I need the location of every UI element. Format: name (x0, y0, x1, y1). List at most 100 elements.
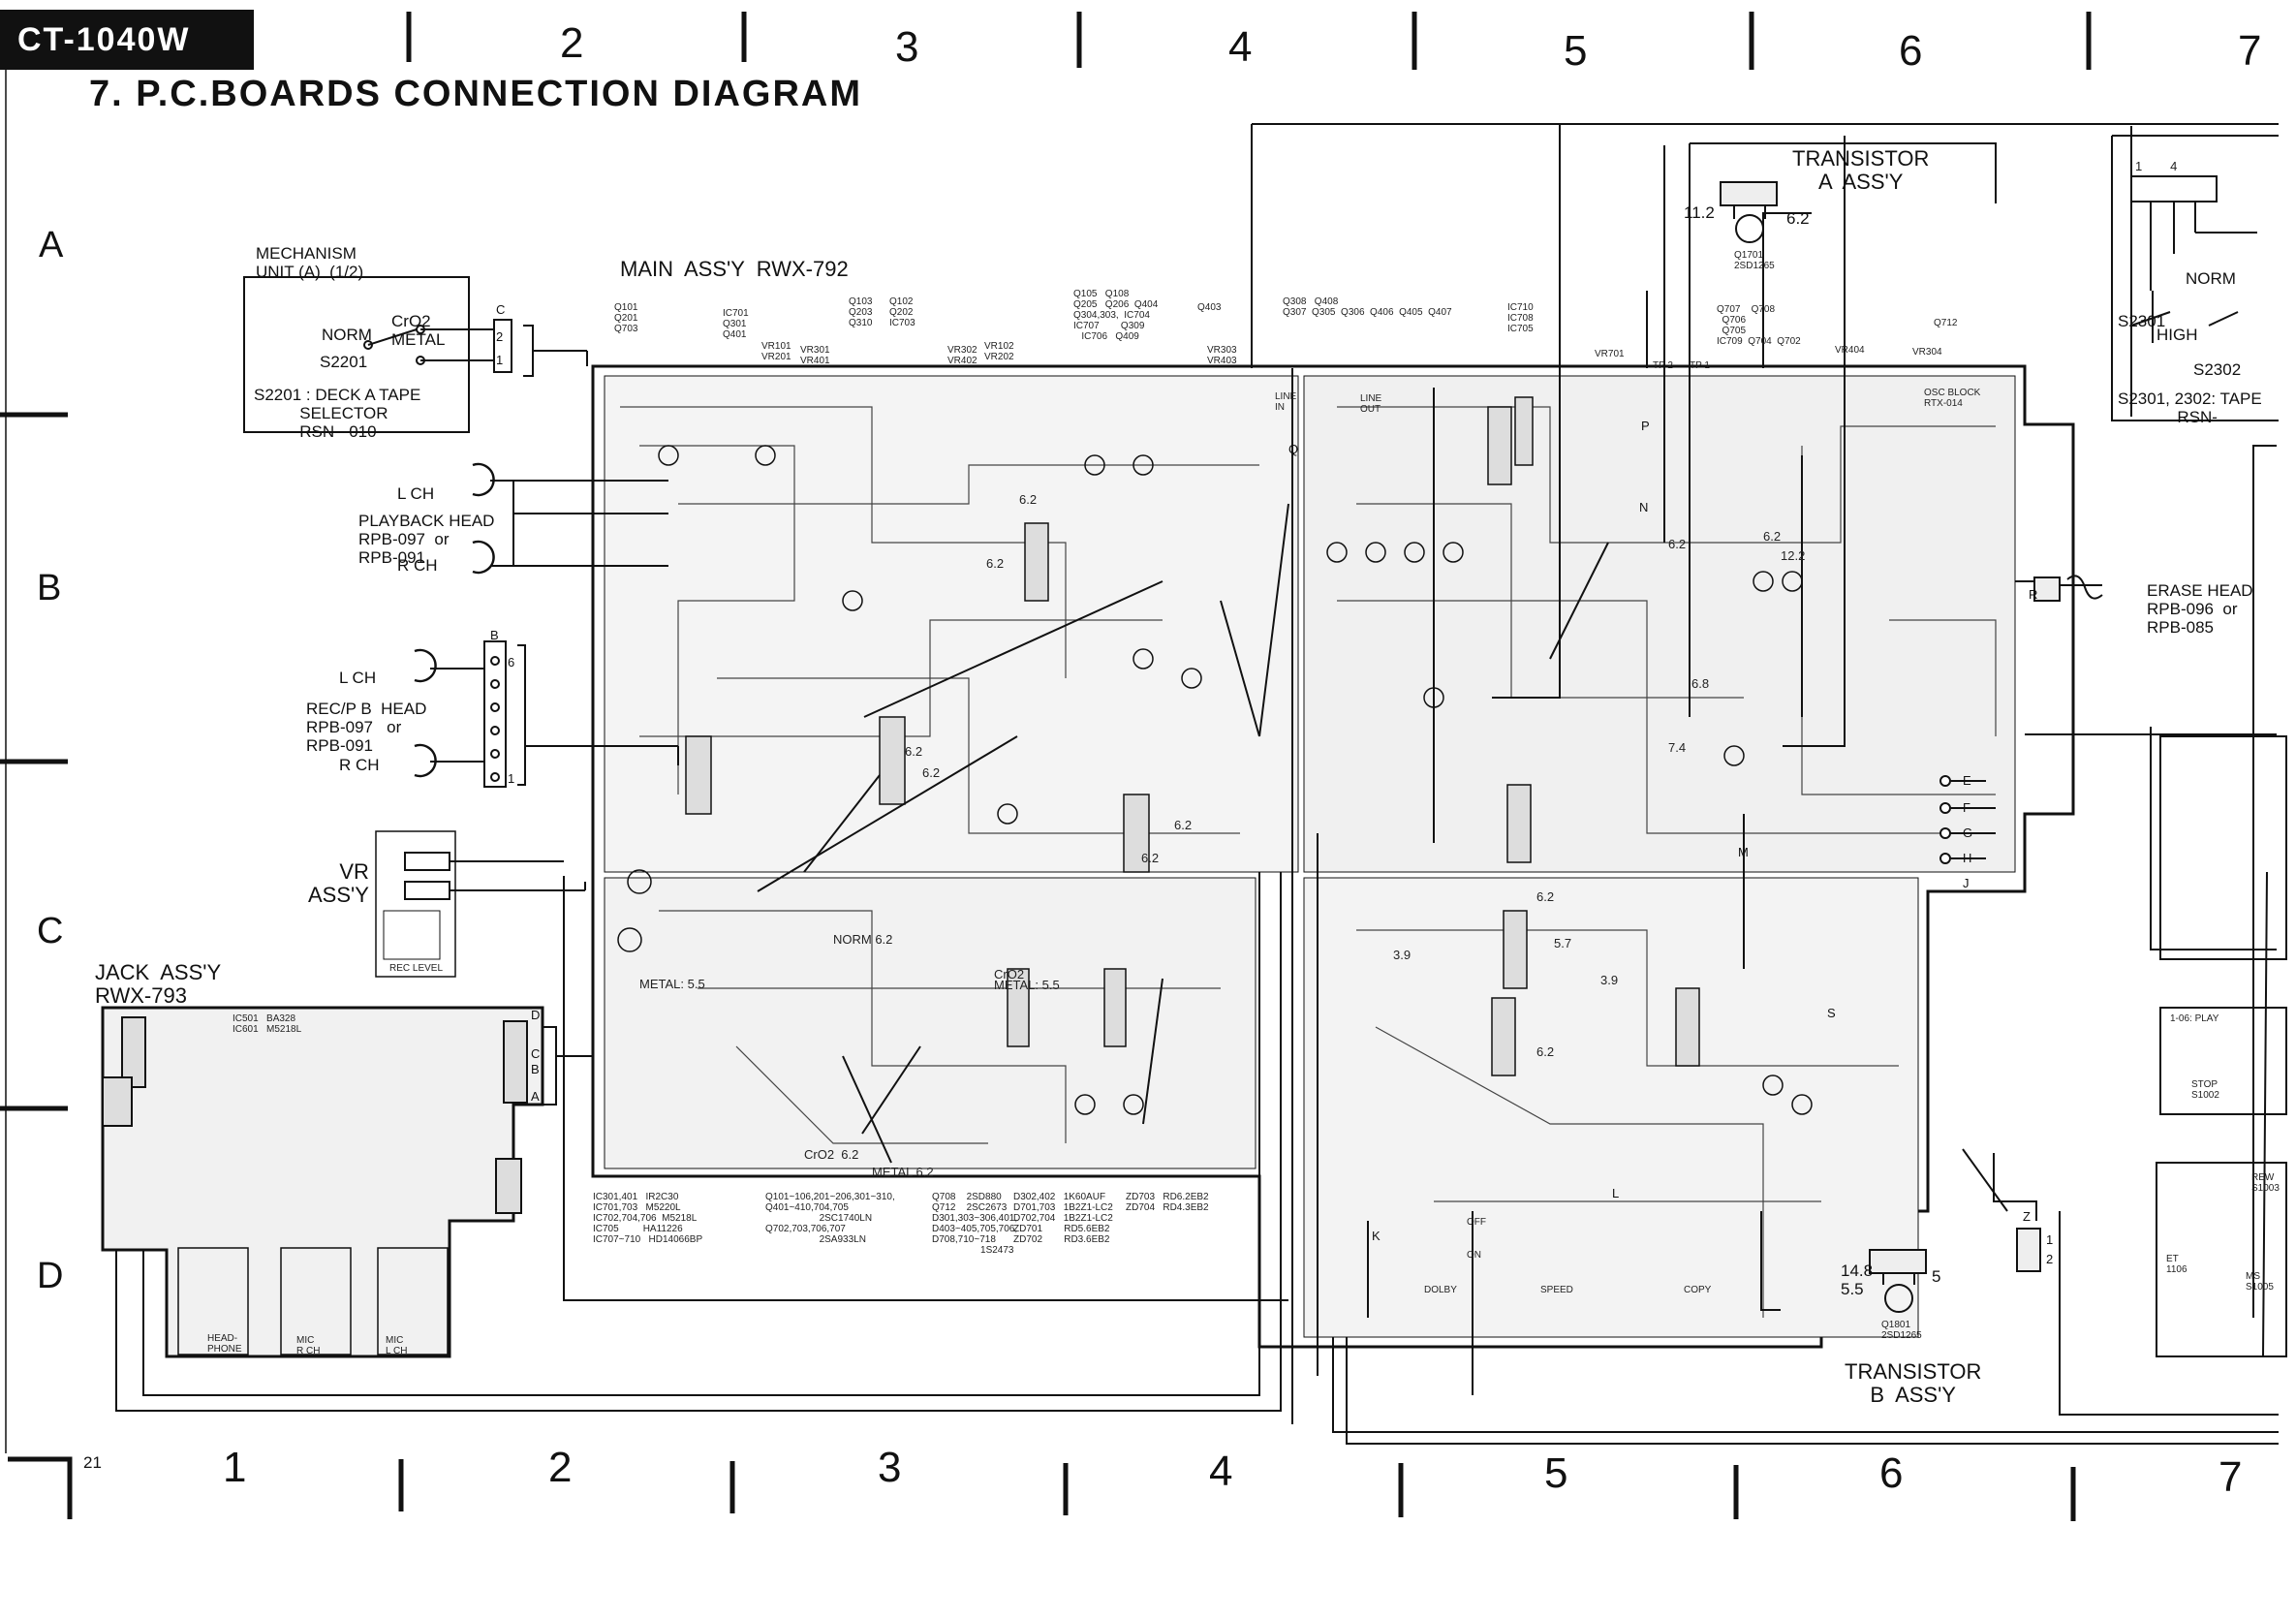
column-number-top-7: 7 (2238, 27, 2262, 75)
off-label: OFF (1467, 1217, 1486, 1228)
tp2-label: TP 2 (1653, 360, 1673, 371)
cro2-metal-right-label: CrO2 METAL: 5.5 (994, 967, 1060, 992)
connector-k: K (1372, 1229, 1381, 1243)
vr304-label: VR304 (1912, 347, 1942, 358)
jack-connector-d: D (531, 1008, 541, 1022)
connector-b-pin-6: 6 (508, 655, 515, 670)
ref-group-4: Q102 Q202 IC703 (889, 296, 915, 328)
on-label: ON (1467, 1250, 1481, 1261)
switch-s2201-label: S2201 (320, 353, 368, 371)
cro2-bottom-label: CrO2 6.2 (804, 1147, 859, 1162)
jack-assy-title: JACK ASS'Y RWX-793 (95, 960, 222, 1008)
vr404-label: VR404 (1835, 345, 1865, 356)
mechanism-b-pins: 1 4 (2135, 159, 2178, 173)
line-out-label: LINE OUT (1360, 393, 1382, 415)
dolby-switch-label: DOLBY (1424, 1285, 1457, 1295)
rec-pb-head-label: REC/P B HEAD RPB-097 or RPB-091 (306, 700, 427, 755)
connector-s: S (1827, 1006, 1836, 1020)
parts-table-col-2: Q101~106,201~206,301~310, Q401~410,704,7… (765, 1192, 895, 1245)
ref-group-6: Q403 (1197, 302, 1222, 313)
ref-group-7: Q308 Q408 Q307 Q305 Q306 Q406 Q405 Q407 (1283, 296, 1452, 318)
line-in-label: LINE IN (1275, 391, 1297, 413)
column-number-top-5: 5 (1564, 27, 1588, 75)
column-number-bottom-3: 3 (878, 1444, 902, 1491)
transistor-b-right-voltage: 5 (1932, 1267, 1941, 1286)
ref-group-3: Q103 Q203 Q310 (849, 296, 873, 328)
column-number-bottom-2: 2 (548, 1444, 573, 1491)
mechanism-a-title: MECHANISM UNIT (A) (1/2) (256, 244, 364, 281)
vr701-label: VR701 (1595, 349, 1625, 359)
parts-table-col-4: D302,402 1K60AUF D701,703 1B2Z1-LC2 D702… (1013, 1192, 1113, 1245)
main-assy-title: MAIN ASS'Y RWX-792 (620, 257, 849, 281)
mechanism-norm-label: NORM (322, 326, 372, 344)
vr-group-2: VR301 VR401 (800, 345, 830, 366)
transistor-a-title: TRANSISTOR A ASS'Y (1792, 146, 1930, 194)
mechanism-metal-label: CrO2 METAL (391, 312, 446, 349)
voltage-label: 7.4 (1668, 740, 1687, 755)
connector-z: Z (2023, 1209, 2031, 1224)
ref-group-8: IC710 IC708 IC705 (1507, 302, 1534, 334)
mic-l-ch-label: MIC L CH (386, 1335, 408, 1356)
tp1-label: TP 1 (1690, 360, 1710, 371)
vr-group-3: VR302 VR402 (947, 345, 977, 366)
connector-r: R (2029, 587, 2038, 602)
transistor-b-title: TRANSISTOR B ASS'Y (1845, 1359, 1982, 1407)
vr-assy-title: VR ASS'Y (308, 859, 369, 907)
voltage-label: 6.2 (1763, 529, 1782, 544)
jack-board-outline (101, 1006, 544, 1358)
rew-switch-label: REW S1003 (2251, 1172, 2280, 1194)
transistor-b-part: Q1801 2SD1265 (1881, 1320, 1922, 1341)
parts-table-col-1: IC301,401 IR2C30 IC701,703 M5220L IC702,… (593, 1192, 703, 1245)
connector-z-pin-2: 2 (2046, 1252, 2054, 1266)
row-letter-b: B (37, 568, 62, 608)
connector-b-pin-1: 1 (508, 771, 515, 786)
column-number-top-6: 6 (1899, 27, 1923, 75)
norm-voltage-label: NORM 6.2 (833, 932, 893, 947)
row-letter-a: A (39, 225, 64, 265)
jack-connector-b: B (531, 1062, 540, 1076)
switch-s2301-label: S2301 (2118, 312, 2166, 330)
metal-bottom-label: METAL 6.2 (872, 1165, 934, 1179)
voltage-label: 6.2 (1019, 492, 1038, 507)
column-number-bottom-1: 1 (223, 1444, 247, 1491)
column-number-top-2: 2 (560, 19, 584, 67)
voltage-label: 3.9 (1393, 948, 1412, 962)
transistor-a-right-voltage: 6.2 (1786, 209, 1810, 228)
row-letter-d: D (37, 1256, 64, 1296)
connector-e: E (1963, 773, 1971, 788)
voltage-label: 6.2 (1536, 889, 1555, 904)
connector-g: G (1963, 826, 1973, 840)
grid-ticks (0, 12, 2092, 1521)
stop-switch-label: STOP S1002 (2191, 1079, 2219, 1101)
playback-l-ch-label: L CH (397, 484, 435, 503)
ms-switch-label: MS S1005 (2246, 1271, 2274, 1293)
connector-p: P (1641, 419, 1650, 433)
connector-c-pin-2: 2 (496, 329, 504, 344)
voltage-label: 5.7 (1554, 936, 1572, 950)
rec-pb-r-ch-label: R CH (339, 756, 380, 774)
column-number-bottom-4: 4 (1209, 1448, 1233, 1495)
vr-group-4: VR102 VR202 (984, 341, 1014, 362)
mechanism-b-high: HIGH (2156, 326, 2198, 344)
connector-m: M (1738, 845, 1749, 859)
connector-h: H (1963, 851, 1972, 865)
jack-connector-c: C (531, 1046, 541, 1061)
play-switch-label: 1-06: PLAY (2170, 1013, 2219, 1024)
connector-l: L (1612, 1186, 1620, 1200)
connector-z-pin-1: 1 (2046, 1232, 2054, 1247)
transistor-a-left-voltage: 11.2 (1684, 203, 1715, 222)
column-number-bottom-6: 6 (1879, 1449, 1904, 1497)
jack-ic-refs: IC501 BA328 IC601 M5218L (233, 1013, 302, 1035)
speed-switch-label: SPEED (1540, 1285, 1573, 1295)
transistor-b-left-voltage: 14.8 5.5 (1841, 1262, 1874, 1298)
vr-group-1: VR101 VR201 (761, 341, 791, 362)
rec-level-label: REC LEVEL (389, 963, 444, 974)
parts-table-col-3: Q708 2SD880 Q712 2SC2673 D301,303~306,40… (932, 1192, 1018, 1256)
vr-group-5: VR303 VR403 (1207, 345, 1237, 366)
erase-head-label: ERASE HEAD RPB-096 or RPB-085 (2147, 581, 2253, 637)
mechanism-a-caption: S2201 : DECK A TAPE SELECTOR RSN - 010 (254, 386, 421, 441)
connector-q: Q (1288, 442, 1299, 456)
voltage-label: 12.2 (1781, 548, 1806, 563)
ref-group-10: Q712 (1934, 318, 1958, 328)
